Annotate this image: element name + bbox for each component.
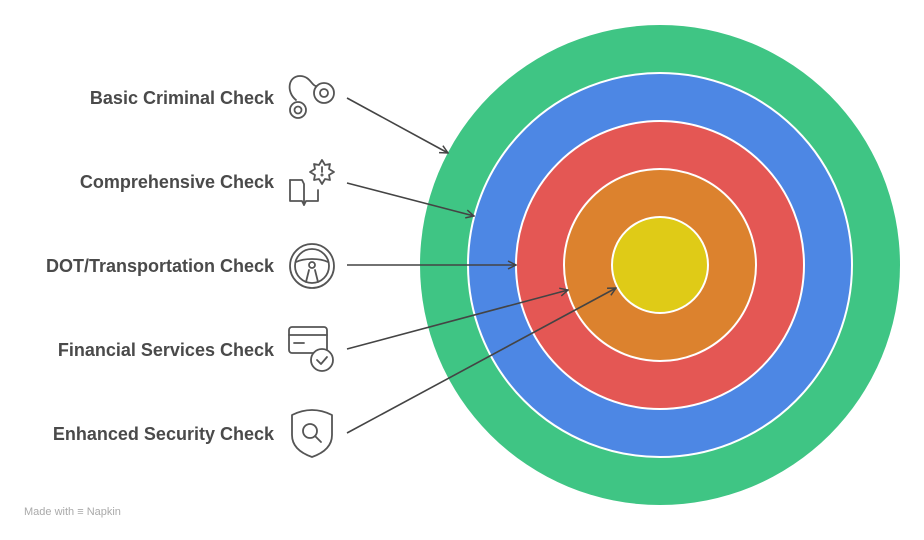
label-basic-criminal-check: Basic Criminal Check	[89, 88, 274, 108]
napkin-logo-icon: ≡	[77, 506, 84, 518]
steering-wheel-icon	[289, 243, 335, 289]
handcuffs-icon	[288, 75, 335, 119]
label-enhanced-security-check: Enhanced Security Check	[52, 424, 274, 444]
label-comprehensive-check: Comprehensive Check	[79, 172, 274, 192]
shield-search-icon	[291, 409, 333, 458]
arrow-enhanced	[346, 288, 616, 434]
footer: Made with ≡ Napkin	[24, 506, 121, 518]
ring-enhanced	[611, 216, 709, 314]
label-financial-services-check: Financial Services Check	[57, 340, 274, 360]
footer-brand: Napkin	[86, 506, 121, 518]
label-dot-transportation-check: DOT/Transportation Check	[45, 256, 274, 276]
arrow-basic	[346, 97, 448, 153]
footer-text: Made with	[24, 506, 75, 518]
arrow-financial	[346, 290, 568, 350]
arrow-comprehensive	[346, 182, 474, 216]
book-alert-icon	[289, 159, 335, 206]
card-check-icon	[288, 326, 334, 372]
